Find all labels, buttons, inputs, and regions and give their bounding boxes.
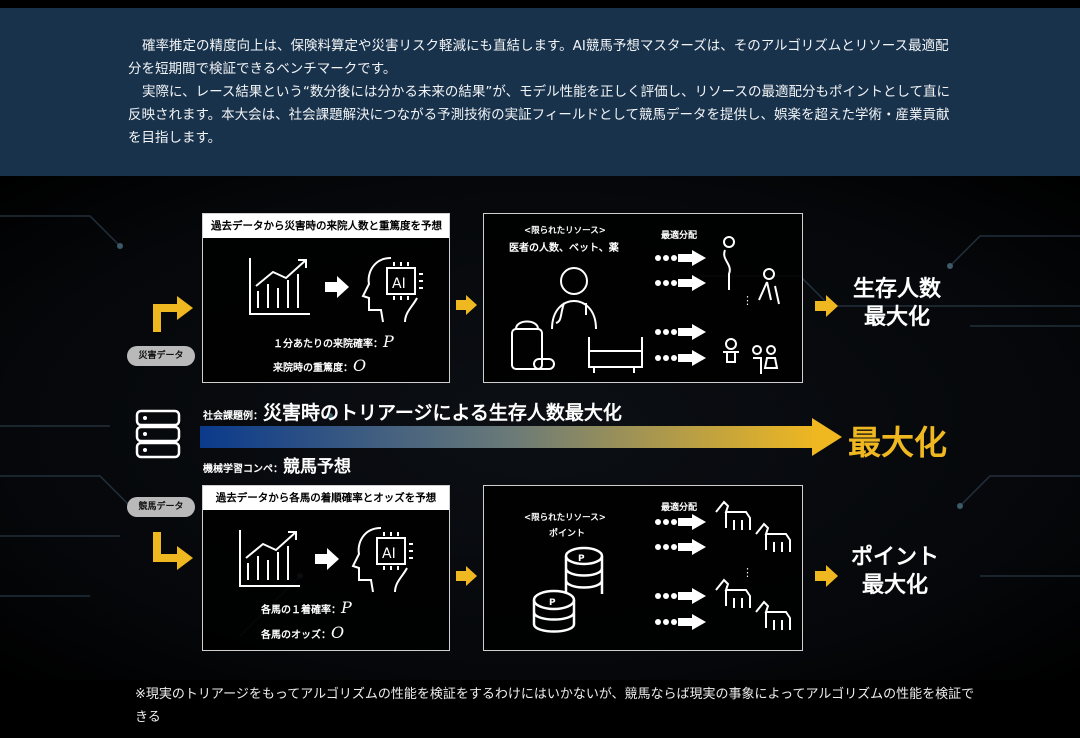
result-line-2: 最大化 — [861, 573, 928, 598]
disaster-predict-box: 過去データから災害時の来院人数と重篤度を予想 AI １分あたりの来院確率：P 来… — [202, 213, 450, 383]
maximize-label: 最大化 — [848, 423, 947, 462]
racing-predict-header: 過去データから各馬の着順確率とオッズを予想 — [203, 486, 449, 510]
racing-data-label: 競馬データ — [127, 497, 195, 517]
svg-text:P: P — [549, 598, 556, 608]
gradient-arrowhead-icon — [812, 418, 842, 456]
racing-result: ポイント最大化 — [840, 544, 950, 600]
racing-o-label: 各馬のオッズ： — [261, 630, 331, 641]
gradient-bar — [200, 426, 820, 448]
racing-predict-box: 過去データから各馬の着順確率とオッズを予想 AI 各馬の１着確率：P 各馬のオッ… — [202, 485, 450, 651]
arrow-right-yellow-icon — [456, 295, 477, 315]
ai-head-icon: AI — [351, 527, 413, 593]
social-example: 社会課題例：災害時のトリアージによる生存人数最大化 — [203, 398, 622, 425]
resource-items: ポイント — [549, 529, 586, 539]
svg-text:AI: AI — [392, 276, 406, 292]
horses-icon — [715, 500, 791, 631]
doctor-bed-medicine-icon — [511, 267, 643, 373]
racing-p-row: 各馬の１着確率：P — [261, 598, 352, 617]
chart-growth-icon — [249, 258, 310, 315]
disaster-p-row: １分あたりの来院確率：P — [273, 332, 394, 351]
o-symbol: O — [331, 623, 345, 642]
ml-competition: 機械学習コンペ：競馬予想 — [203, 452, 351, 477]
resource-title: <限られたリソース> — [524, 513, 606, 523]
ai-head-icon: AI — [361, 257, 423, 323]
ellipsis: ⋮ — [742, 294, 753, 307]
p-symbol: P — [341, 598, 352, 617]
footnote: ※現実のトリアージをもってアルゴリズムの性能を検証をするわけにはいかないが、競馬… — [135, 687, 975, 725]
resource-items: 医者の人数、ベット、薬 — [509, 243, 619, 254]
p-symbol: P — [383, 332, 394, 351]
racing-p-label: 各馬の１着確率： — [261, 605, 341, 616]
allocation-label: 最適分配 — [661, 231, 698, 241]
patients-icon — [723, 236, 780, 374]
svg-text:P: P — [578, 554, 585, 564]
circuit-background — [0, 215, 1080, 637]
disaster-result: 生存人数最大化 — [842, 276, 952, 332]
allocation-arrows-icon — [655, 514, 706, 630]
arrow-right-yellow-icon — [815, 565, 838, 587]
disaster-o-row: 来院時の重篤度：O — [273, 356, 366, 375]
allocation-label: 最適分配 — [661, 503, 698, 513]
result-line-2: 最大化 — [863, 305, 930, 330]
o-symbol: O — [353, 356, 367, 375]
result-line-1: ポイント — [850, 545, 939, 570]
ml-prefix: 機械学習コンペ： — [203, 464, 283, 475]
database-icon — [135, 409, 181, 459]
social-text: 災害時のトリアージによる生存人数最大化 — [263, 402, 622, 424]
svg-text:AI: AI — [382, 546, 396, 562]
diagram-area: 災害データ 過去データから災害時の来院人数と重篤度を予想 AI １分あたりの来院… — [0, 176, 1080, 680]
disaster-o-label: 来院時の重篤度： — [273, 363, 353, 374]
intro-paragraph-2: 実際に、レース結果という“数分後には分かる未来の結果”が、モデル性能を正しく評価… — [128, 84, 951, 146]
ellipsis: ⋮ — [742, 566, 753, 579]
disaster-data-label: 災害データ — [127, 346, 195, 366]
disaster-p-label: １分あたりの来院確率： — [273, 339, 383, 350]
arrow-turn-right-icon — [153, 296, 193, 332]
allocation-arrows-icon — [655, 250, 706, 366]
intro-paragraph-1: 確率推定の精度向上は、保険料算定や災害リスク軽減にも直結します。AI競馬予想マス… — [128, 38, 949, 77]
social-prefix: 社会課題例： — [203, 411, 263, 422]
footnote-area: ※現実のトリアージをもってアルゴリズムの性能を検証をするわけにはいかないが、競馬… — [0, 680, 1080, 738]
ml-text: 競馬予想 — [283, 457, 351, 477]
arrow-right-icon — [315, 548, 339, 570]
racing-o-row: 各馬のオッズ：O — [261, 623, 344, 642]
chart-growth-icon — [239, 530, 300, 587]
arrow-right-yellow-icon — [815, 295, 838, 317]
arrow-right-yellow-icon — [456, 566, 477, 586]
result-line-1: 生存人数 — [852, 277, 941, 302]
resource-title: <限られたリソース> — [524, 226, 606, 236]
point-coins-icon: PP — [532, 546, 604, 633]
arrow-right-icon — [325, 276, 349, 298]
disaster-resource-box: <限られたリソース> 医者の人数、ベット、薬 最適分配 ⋮ — [483, 213, 803, 383]
intro-panel: 確率推定の精度向上は、保険料算定や災害リスク軽減にも直結します。AI競馬予想マス… — [0, 8, 1080, 176]
disaster-predict-header: 過去データから災害時の来院人数と重篤度を予想 — [203, 214, 449, 238]
arrow-turn-right-icon — [153, 532, 193, 570]
